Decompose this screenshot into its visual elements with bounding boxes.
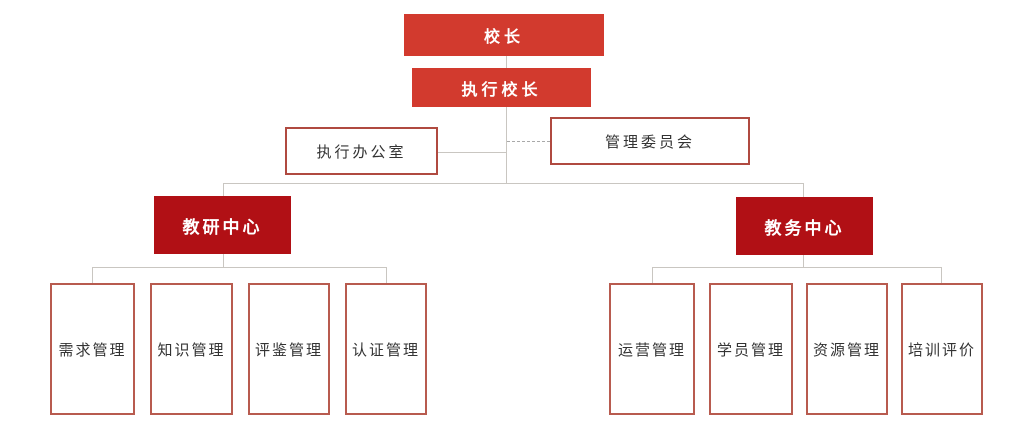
node-dept-knowledge-management: 知识管理 <box>150 283 233 415</box>
connector-exec-office <box>438 152 506 153</box>
connector-research-bus <box>92 267 387 268</box>
connector-academic-bus <box>652 267 941 268</box>
connector-drop-demand <box>92 267 93 283</box>
node-principal: 校长 <box>404 14 604 56</box>
connector-drop-research-center <box>223 183 224 196</box>
connector-drop-certification <box>386 267 387 283</box>
node-dept-operations-management: 运营管理 <box>609 283 695 415</box>
node-executive-office: 执行办公室 <box>285 127 438 175</box>
connector-research-feed <box>223 254 224 267</box>
node-management-committee: 管理委员会 <box>550 117 750 165</box>
connector-drop-operations <box>652 267 653 283</box>
node-dept-demand-management: 需求管理 <box>50 283 135 415</box>
connector-committee-dashed <box>507 141 550 142</box>
node-academic-center: 教务中心 <box>736 197 873 255</box>
connector-centers-bus <box>223 183 804 184</box>
connector-drop-training <box>941 267 942 283</box>
node-dept-resource-management: 资源管理 <box>806 283 888 415</box>
node-dept-training-evaluation: 培训评价 <box>901 283 983 415</box>
node-executive-principal: 执行校长 <box>412 68 591 107</box>
connector-academic-feed <box>803 255 804 267</box>
node-dept-evaluation-management: 评鉴管理 <box>248 283 330 415</box>
node-dept-student-management: 学员管理 <box>709 283 793 415</box>
connector-principal-exec <box>506 56 507 68</box>
node-research-center: 教研中心 <box>154 196 291 254</box>
node-dept-certification-management: 认证管理 <box>345 283 427 415</box>
connector-drop-academic-center <box>803 183 804 197</box>
connector-trunk <box>506 107 507 183</box>
